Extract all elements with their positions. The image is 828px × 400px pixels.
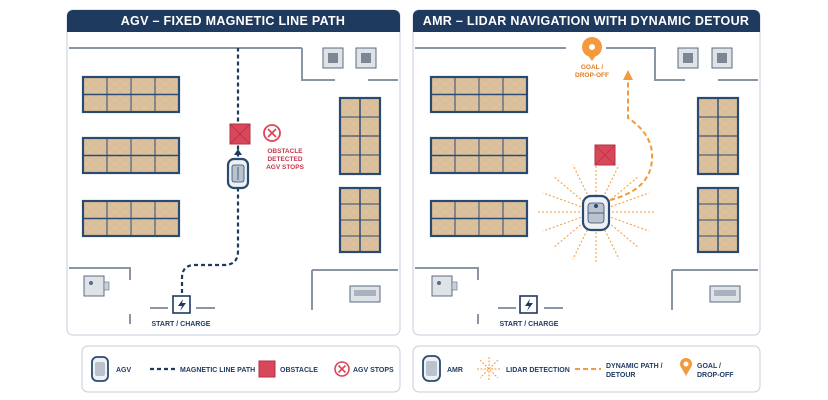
right-shelving-horizontal [429,75,529,238]
left-shelving-vertical [338,96,382,254]
legend-left-frame [81,345,401,393]
left-walls [69,47,398,324]
agv-stops-icon [263,124,281,142]
legend-right: AMR LIDAR DETECTION DYNAMIC PATH / DETOU… [412,345,761,393]
legend-goal-pin-icon [680,358,692,376]
obstacle-note-line-1: OBSTACLE [267,148,303,155]
right-top-machines [677,47,733,69]
agv-direction-arrow [234,149,242,155]
legend-stops-label: AGV STOPS [353,367,394,374]
right-start-charge-icon [519,295,538,314]
left-panel: AGV – FIXED MAGNETIC LINE PATH [66,9,401,336]
goal-pin-icon [582,37,602,61]
goal-label-line-2: DROP-OFF [575,72,609,79]
legend-stops-icon [334,361,350,377]
legend-dynamic-label-1: DYNAMIC PATH / [606,363,663,370]
legend-lidar-label: LIDAR DETECTION [506,367,570,374]
right-walls [415,47,758,324]
right-start-label: START / CHARGE [500,321,559,328]
legend-agv-icon [91,356,109,382]
left-panel-header [67,10,400,32]
legend-goal-label-1: GOAL / [697,363,721,370]
obstacle-note-line-3: AGV STOPS [266,164,304,171]
legend-agv-label: AGV [116,367,132,374]
agv-vehicle-icon [226,157,250,190]
left-conveyor [349,285,381,303]
left-top-machines [322,47,377,69]
left-start-label: START / CHARGE [152,321,211,328]
amr-vehicle-icon [581,194,611,232]
legend-goal-label-2: DROP-OFF [697,372,734,379]
detour-arrowhead [623,70,633,80]
right-shelving-vertical [696,96,740,254]
legend-magnetic-label: MAGNETIC LINE PATH [180,367,255,374]
right-bottom-machine [431,275,458,297]
magnetic-line-path [180,48,240,293]
legend-obstacle-icon [258,360,276,378]
legend-amr-icon [422,355,441,382]
legend-obstacle-label: OBSTACLE [280,367,318,374]
left-panel-title: AGV – FIXED MAGNETIC LINE PATH [121,14,346,28]
left-start-charge-icon [172,295,191,314]
right-panel: AMR – LIDAR NAVIGATION WITH DYNAMIC DETO… [412,9,761,336]
left-shelving-horizontal [81,75,181,238]
obstacle-note-line-2: DETECTED [267,156,302,163]
legend-lidar-icon [477,357,501,381]
left-bottom-machine [83,275,110,297]
goal-label-line-1: GOAL / [581,64,603,71]
right-panel-title: AMR – LIDAR NAVIGATION WITH DYNAMIC DETO… [423,14,749,28]
right-conveyor [709,285,741,303]
right-panel-header [413,10,760,32]
legend-amr-label: AMR [447,367,463,374]
legend-dynamic-label-2: DETOUR [606,372,635,379]
legend-left: AGV MAGNETIC LINE PATH OBSTACLE AGV STOP… [81,345,401,393]
